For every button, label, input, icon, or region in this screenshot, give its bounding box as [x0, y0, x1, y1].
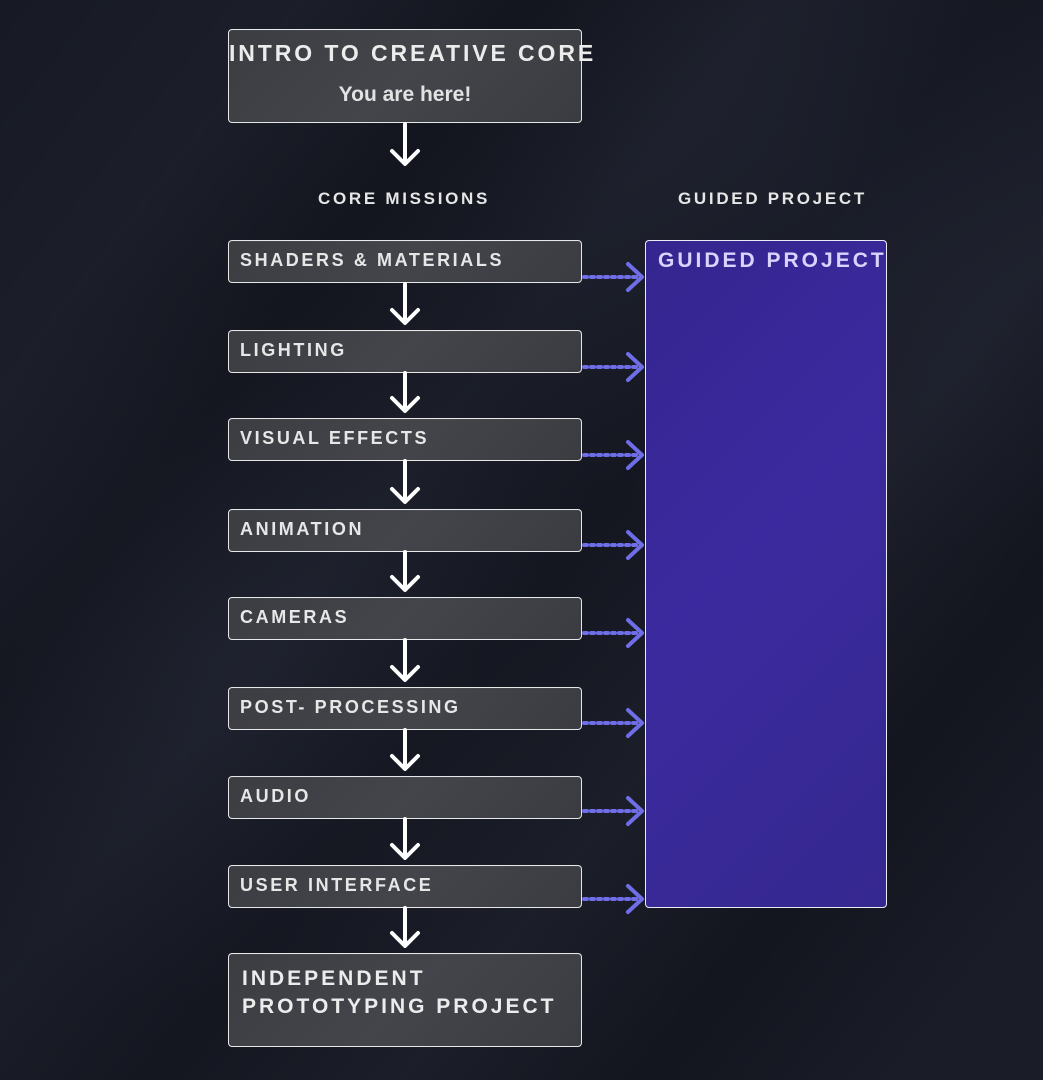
- arrow-head: [390, 754, 420, 771]
- final-node-title: INDEPENDENT PROTOTYPING PROJECT: [242, 965, 562, 1021]
- down-arrow-icon: [390, 122, 420, 166]
- arrow-head: [626, 352, 644, 382]
- down-arrow-icon: [390, 638, 420, 682]
- right-arrow-icon: [582, 352, 644, 382]
- arrow-head: [626, 796, 644, 826]
- arrow-head: [626, 884, 644, 914]
- arrow-head: [626, 530, 644, 560]
- mission-node-cameras: CAMERAS: [228, 597, 582, 640]
- intro-title: INTRO TO CREATIVE CORE: [229, 40, 597, 66]
- mission-label: ANIMATION: [240, 519, 365, 539]
- arrow-head: [390, 843, 420, 860]
- mission-label: POST- PROCESSING: [240, 697, 461, 717]
- right-arrow-icon: [582, 884, 644, 914]
- right-arrow-icon: [582, 262, 644, 292]
- mission-node-audio: AUDIO: [228, 776, 582, 819]
- right-arrow-icon: [582, 708, 644, 738]
- guided-project-panel: GUIDED PROJECT: [645, 240, 887, 908]
- arrow-head: [390, 396, 420, 413]
- arrow-head: [626, 262, 644, 292]
- right-arrow-icon: [582, 530, 644, 560]
- down-arrow-icon: [390, 371, 420, 413]
- guided-project-panel-title: GUIDED PROJECT: [658, 249, 887, 272]
- mission-node-shaders-materials: SHADERS & MATERIALS: [228, 240, 582, 283]
- mission-node-lighting: LIGHTING: [228, 330, 582, 373]
- mission-label: LIGHTING: [240, 340, 347, 360]
- core-missions-label: CORE MISSIONS: [318, 189, 491, 208]
- guided-project-label: GUIDED PROJECT: [678, 189, 867, 208]
- arrow-head: [390, 665, 420, 682]
- intro-node: INTRO TO CREATIVE CORE You are here!: [228, 29, 597, 123]
- mission-label: CAMERAS: [240, 607, 350, 627]
- down-arrow-icon: [390, 906, 420, 948]
- down-arrow-icon: [390, 550, 420, 592]
- arrow-head: [390, 149, 420, 166]
- down-arrow-icon: [390, 817, 420, 860]
- arrow-head: [390, 487, 420, 504]
- mission-label: VISUAL EFFECTS: [240, 428, 430, 448]
- right-arrow-icon: [582, 796, 644, 826]
- mission-label: USER INTERFACE: [240, 875, 434, 895]
- down-arrow-icon: [390, 728, 420, 771]
- arrow-head: [626, 440, 644, 470]
- down-arrow-icon: [390, 282, 420, 325]
- mission-node-post-processing: POST- PROCESSING: [228, 687, 582, 730]
- intro-subtitle: You are here!: [338, 83, 472, 106]
- mission-node-animation: ANIMATION: [228, 509, 582, 552]
- mission-label: AUDIO: [240, 786, 311, 806]
- final-title-line1: INDEPENDENT: [242, 967, 426, 990]
- arrow-head: [390, 931, 420, 948]
- arrow-head: [390, 575, 420, 592]
- independent-prototyping-project-node: INDEPENDENT PROTOTYPING PROJECT: [228, 953, 582, 1047]
- arrow-head: [626, 618, 644, 648]
- down-arrow-icon: [390, 459, 420, 504]
- arrow-head: [626, 708, 644, 738]
- mission-label: SHADERS & MATERIALS: [240, 250, 505, 270]
- right-arrow-icon: [582, 618, 644, 648]
- dotted-connector-arrows: [582, 262, 644, 914]
- final-title-line2: PROTOTYPING PROJECT: [242, 995, 557, 1018]
- arrow-head: [390, 308, 420, 325]
- mission-node-visual-effects: VISUAL EFFECTS: [228, 418, 582, 461]
- right-arrow-icon: [582, 440, 644, 470]
- mission-node-user-interface: USER INTERFACE: [228, 865, 582, 908]
